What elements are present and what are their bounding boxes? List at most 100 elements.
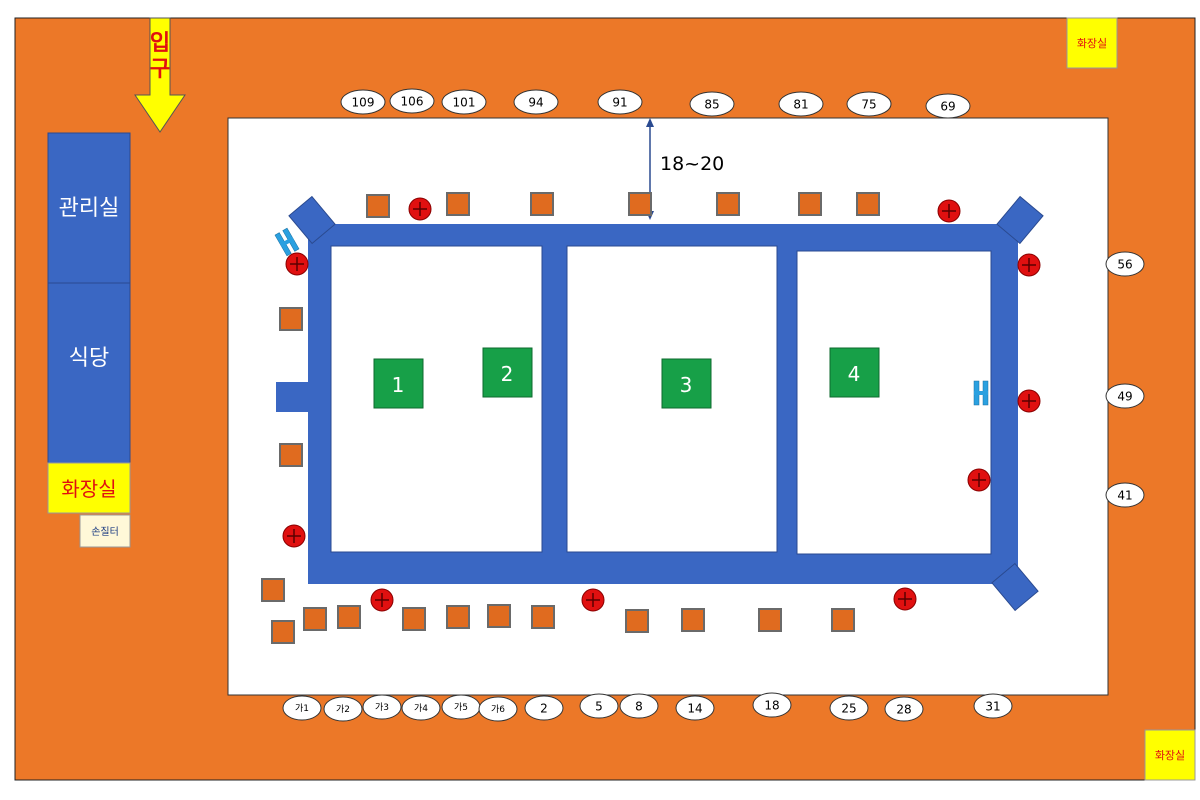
zone-2: 2 (482, 347, 533, 398)
seat-label: 가6 (478, 696, 518, 722)
zone-2-label: 2 (501, 362, 514, 386)
seat-label: 56 (1105, 251, 1145, 277)
svg-text:31: 31 (985, 699, 1000, 713)
bench-icon (716, 192, 740, 216)
restroom-left: 화장실 (47, 462, 131, 514)
bench-icon (337, 605, 361, 629)
bench-icon (758, 608, 782, 632)
svg-text:85: 85 (704, 97, 719, 111)
seat-label: 69 (925, 93, 971, 119)
restroom-bottom-right-label: 화장실 (1155, 749, 1185, 762)
seat-label: 106 (389, 88, 435, 114)
svg-text:41: 41 (1117, 488, 1132, 502)
seat-label: 28 (884, 696, 924, 722)
seat-label: 가4 (401, 695, 441, 721)
bench-icon (531, 605, 555, 629)
svg-text:14: 14 (687, 701, 702, 715)
circle-plus-icon (967, 468, 991, 492)
svg-text:가4: 가4 (414, 703, 428, 714)
entrance-char: 구 (150, 57, 170, 82)
svg-text:가3: 가3 (375, 702, 389, 713)
zone-1: 1 (373, 358, 424, 409)
cafeteria-label: 식당 (69, 346, 109, 371)
circle-plus-icon (893, 587, 917, 611)
svg-text:5: 5 (595, 699, 603, 713)
seat-label: 가1 (282, 695, 322, 721)
seat-label: 85 (689, 91, 735, 117)
seat-label: 101 (441, 89, 487, 115)
corner-bottom-right (991, 562, 1039, 612)
pool-3 (796, 250, 992, 555)
seat-label: 가5 (441, 694, 481, 720)
zone-4: 4 (829, 347, 880, 398)
zone-3: 3 (661, 358, 712, 409)
restroom-bottom-right: 화장실 (1144, 729, 1196, 781)
pool-1 (330, 245, 543, 553)
seat-label: 25 (829, 695, 869, 721)
bench-icon (530, 192, 554, 216)
bench-icon (279, 307, 303, 331)
circle-plus-icon (285, 252, 309, 276)
distance-label: 18~20 (660, 153, 724, 175)
circle-plus-icon (370, 588, 394, 612)
svg-text:81: 81 (793, 97, 808, 111)
bench-icon (681, 608, 705, 632)
seat-label: 49 (1105, 383, 1145, 409)
svg-text:56: 56 (1117, 257, 1132, 271)
restroom-left-label: 화장실 (61, 477, 116, 501)
bench-icon (831, 608, 855, 632)
management-office: 관리실 (47, 132, 131, 284)
hand-dryer-label: 손질터 (91, 526, 119, 538)
seat-label: 14 (675, 695, 715, 721)
svg-text:75: 75 (861, 97, 876, 111)
svg-text:8: 8 (635, 699, 643, 713)
restroom-top-right-label: 화장실 (1077, 37, 1107, 50)
cafeteria: 식당 (47, 282, 131, 464)
svg-text:25: 25 (841, 701, 856, 715)
svg-text:18: 18 (764, 698, 779, 712)
seat-label: 75 (846, 91, 892, 117)
seat-label: 가3 (362, 694, 402, 720)
bench-icon (628, 192, 652, 216)
svg-text:101: 101 (453, 95, 476, 109)
zone-1-label: 1 (392, 373, 405, 397)
svg-text:가1: 가1 (295, 703, 309, 714)
bench-icon (798, 192, 822, 216)
benches (261, 192, 880, 644)
faucets (274, 227, 989, 406)
circle-plus-icon (937, 199, 961, 223)
bench-icon (271, 620, 295, 644)
arrow-down-icon (134, 17, 186, 133)
seat-label: 가2 (323, 696, 363, 722)
seat-label: 8 (619, 693, 659, 719)
entrance-char: 입 (150, 31, 170, 56)
svg-text:가6: 가6 (491, 704, 505, 715)
seat-label: 41 (1105, 482, 1145, 508)
svg-text:2: 2 (540, 701, 548, 715)
restroom-top-right: 화장실 (1066, 17, 1118, 69)
svg-text:91: 91 (612, 95, 627, 109)
bench-icon (261, 578, 285, 602)
bench-icon (402, 607, 426, 631)
bench-icon (279, 443, 303, 467)
circle-plus-icon (581, 588, 605, 612)
svg-text:가2: 가2 (336, 704, 350, 715)
faucet-icon (973, 380, 989, 406)
faucet-icon (274, 227, 300, 257)
bench-icon (487, 604, 511, 628)
seat-label: 94 (513, 89, 559, 115)
circle-plus-icon (282, 524, 306, 548)
hand-dryer-area: 손질터 (79, 514, 131, 548)
svg-text:69: 69 (940, 99, 955, 113)
bench-icon (303, 607, 327, 631)
seat-label: 109 (340, 89, 386, 115)
circle-plus-icon (1017, 389, 1041, 413)
seat-label: 91 (597, 89, 643, 115)
seat-label: 18 (752, 692, 792, 718)
svg-text:106: 106 (401, 94, 424, 108)
corner-top-right (996, 195, 1044, 245)
bench-icon (366, 194, 390, 218)
